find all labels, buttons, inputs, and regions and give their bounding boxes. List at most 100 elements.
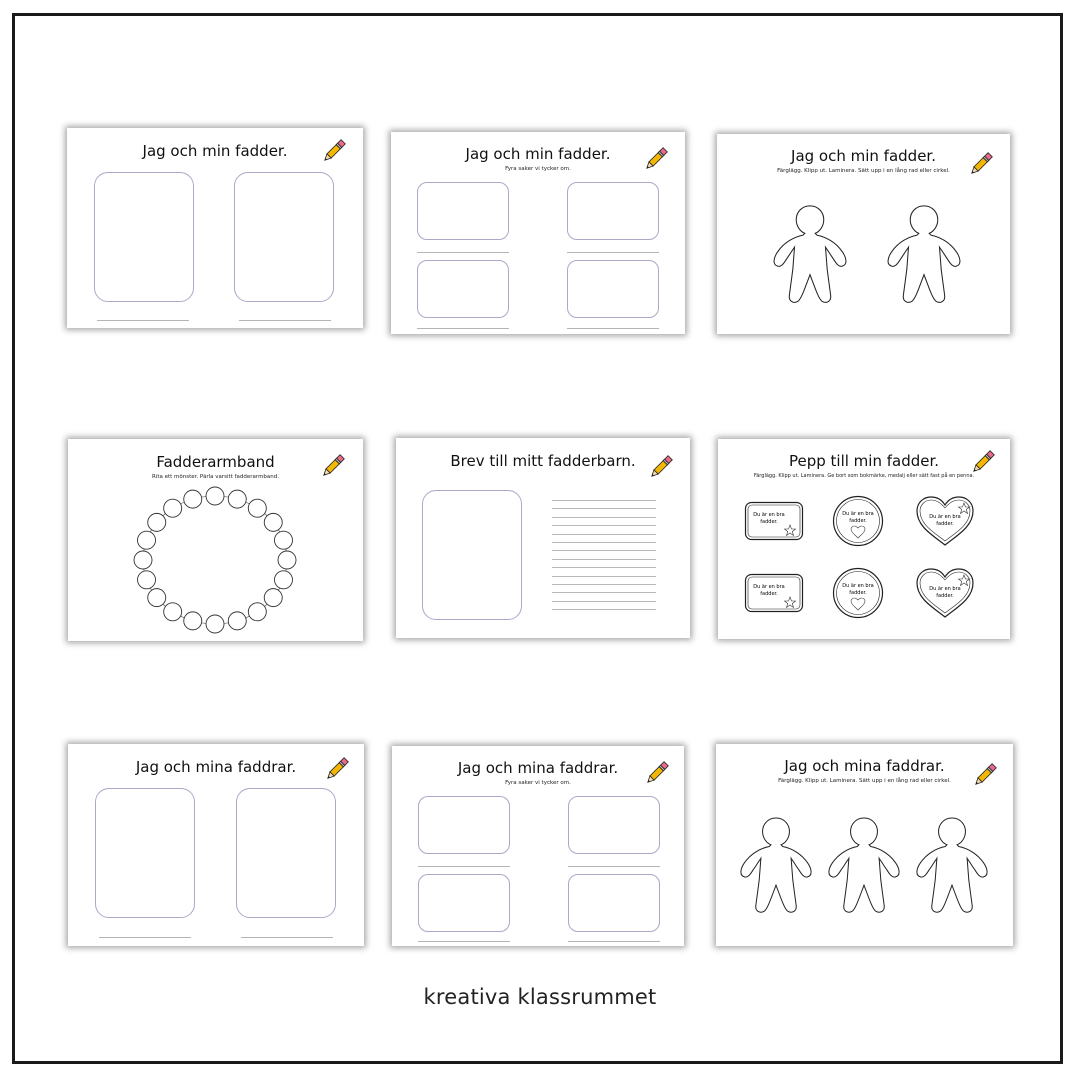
name-line xyxy=(241,937,333,938)
letter-line xyxy=(552,592,656,594)
drawing-box xyxy=(234,172,334,302)
pencil-icon xyxy=(973,450,995,472)
paper-doll-figure xyxy=(916,817,988,913)
bead xyxy=(274,530,293,550)
bead xyxy=(227,611,247,631)
writing-line xyxy=(567,252,659,253)
card-subtitle: Färglägg. Klipp ut. Laminera. Sätt upp i… xyxy=(777,168,950,174)
letter-line xyxy=(552,600,656,602)
pencil-icon xyxy=(975,763,997,785)
drawing-box xyxy=(567,182,659,240)
name-line xyxy=(239,320,331,321)
bead xyxy=(205,486,225,506)
drawing-box xyxy=(422,490,522,620)
letter-line xyxy=(552,516,656,518)
card-title: Jag och mina faddrar. xyxy=(784,757,945,775)
paper-doll-figure xyxy=(887,205,961,303)
letter-line xyxy=(552,500,656,501)
bead xyxy=(163,602,183,622)
card-title: Fadderarmband xyxy=(156,453,275,471)
badge-rectangle xyxy=(744,501,804,541)
pencil-icon xyxy=(971,152,993,174)
name-line xyxy=(99,937,191,938)
badge-heart xyxy=(916,496,974,546)
letter-line xyxy=(552,567,656,569)
pencil-icon xyxy=(647,761,669,783)
bead xyxy=(137,530,156,550)
worksheet-card-3[interactable]: Jag och min fadder. Färglägg. Klipp ut. … xyxy=(717,134,1010,334)
drawing-box xyxy=(236,788,336,918)
badge-text: Du är en bra fadder. xyxy=(842,511,874,524)
bead xyxy=(133,550,153,570)
bead xyxy=(277,550,297,570)
writing-line xyxy=(417,328,509,329)
drawing-box xyxy=(418,796,510,854)
worksheet-card-4[interactable]: Fadderarmband Rita ett mönster. Pärla va… xyxy=(68,439,363,641)
card-subtitle: Fyra saker vi tycker om. xyxy=(505,166,571,172)
letter-line xyxy=(552,609,656,611)
bead xyxy=(247,602,267,622)
card-subtitle: Färglägg. Klipp ut. Laminera. Ge bort so… xyxy=(753,473,975,479)
worksheet-card-6[interactable]: Pepp till min fadder. Färglägg. Klipp ut… xyxy=(718,439,1010,639)
pencil-icon xyxy=(646,147,668,169)
card-title: Jag och min fadder. xyxy=(465,145,611,163)
badge-text: Du är en bra fadder. xyxy=(929,586,961,599)
card-subtitle: Rita ett mönster. Pärla varsitt fadderar… xyxy=(151,474,280,480)
worksheet-card-2[interactable]: Jag och min fadder. Fyra saker vi tycker… xyxy=(391,132,685,334)
bead xyxy=(274,570,293,590)
card-title: Pepp till min fadder. xyxy=(788,452,940,470)
drawing-box xyxy=(95,788,195,918)
paper-doll-figure xyxy=(740,817,812,913)
drawing-box xyxy=(568,796,660,854)
pencil-icon xyxy=(651,455,673,477)
bead xyxy=(183,489,203,509)
pencil-icon xyxy=(323,454,345,476)
pencil-icon xyxy=(324,139,346,161)
worksheet-card-1[interactable]: Jag och min fadder. xyxy=(67,128,363,328)
writing-line xyxy=(417,252,509,253)
letter-line xyxy=(552,584,656,585)
brand-name: kreativa klassrummet xyxy=(423,985,657,1009)
badge-rectangle xyxy=(744,573,804,613)
letter-line xyxy=(552,550,656,552)
bead xyxy=(247,498,267,518)
card-subtitle: Fyra saker vi tycker om. xyxy=(505,780,571,786)
drawing-box xyxy=(567,260,659,318)
bead xyxy=(147,512,167,532)
bead-bracelet xyxy=(133,486,297,634)
card-title: Jag och mina faddrar. xyxy=(135,758,297,776)
drawing-box xyxy=(417,182,509,240)
badge-circle xyxy=(832,567,884,619)
letter-lines xyxy=(552,500,656,620)
card-title: Jag och min fadder. xyxy=(791,147,936,165)
badge-text: Du är en bra fadder. xyxy=(842,583,874,596)
bracelet-string xyxy=(142,495,288,625)
worksheet-card-8[interactable]: Jag och mina faddrar. Fyra saker vi tyck… xyxy=(392,746,684,946)
bead xyxy=(205,614,225,634)
writing-line xyxy=(568,941,660,942)
bead xyxy=(163,498,183,518)
writing-line xyxy=(418,941,510,942)
badge-circle xyxy=(832,495,884,547)
letter-line xyxy=(552,508,656,510)
paper-doll-figure xyxy=(828,817,900,913)
card-title: Jag och mina faddrar. xyxy=(457,759,619,777)
worksheet-card-5[interactable]: Brev till mitt fadderbarn. xyxy=(396,438,690,638)
badge-heart xyxy=(916,568,974,618)
bead xyxy=(183,611,203,631)
writing-line xyxy=(567,328,659,329)
pencil-icon xyxy=(327,757,349,779)
worksheet-card-9[interactable]: Jag och mina faddrar. Färglägg. Klipp ut… xyxy=(716,744,1013,946)
paper-doll-figure xyxy=(773,205,847,303)
drawing-box xyxy=(568,874,660,932)
card-title: Brev till mitt fadderbarn. xyxy=(450,452,636,470)
letter-line xyxy=(552,558,656,560)
letter-line xyxy=(552,525,656,527)
bead xyxy=(263,588,283,608)
bead xyxy=(227,489,247,509)
drawing-box xyxy=(94,172,194,302)
writing-line xyxy=(418,866,510,867)
card-title: Jag och min fadder. xyxy=(142,142,288,160)
badge-text: Du är en bra fadder. xyxy=(753,584,785,597)
worksheet-card-7[interactable]: Jag och mina faddrar. xyxy=(68,744,364,946)
